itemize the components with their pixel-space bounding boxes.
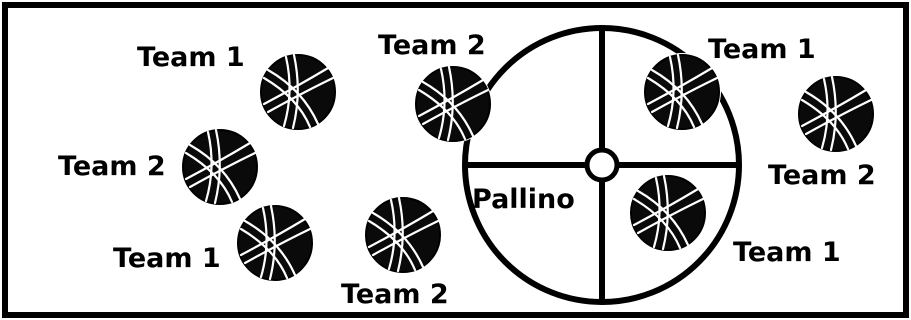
ball-groove [266,76,335,114]
ball-groove [632,197,682,250]
ball-groove [291,53,299,130]
ball-2 [414,65,492,143]
ball-groove [204,130,213,203]
ball-groove [829,75,837,152]
ball-groove [188,151,257,189]
ball-groove [213,128,221,205]
ball-6 [364,196,442,274]
ball-groove [262,76,312,129]
ball-groove [396,196,404,273]
ball-7 [797,75,875,153]
ball-5-team-label: Team 1 [113,243,221,274]
ball-4-team-label: Team 2 [58,151,166,182]
ball-6-team-label: Team 2 [341,279,449,310]
pallino-label: Pallino [472,184,575,215]
ball-groove [804,98,873,136]
ball-groove [239,227,289,280]
ball-groove [446,65,454,142]
ball-groove [675,53,683,130]
ball-2-team-label: Team 2 [378,30,486,61]
ball-groove [820,77,829,150]
ball-groove [636,197,705,235]
ball-1 [259,53,337,131]
ball-groove [259,206,268,279]
ball-3 [643,53,721,131]
ball-groove [646,76,696,129]
ball-groove [421,88,490,126]
ball-groove [652,176,661,249]
ball-8-team-label: Team 1 [733,237,841,268]
ball-groove [650,76,719,114]
ball-8 [629,174,707,252]
ball-1-team-label: Team 1 [137,42,245,73]
ball-groove [282,55,291,128]
ball-groove [387,198,396,271]
ball-3-team-label: Team 1 [708,34,816,65]
ball-groove [243,227,312,265]
pallino [584,147,620,183]
ball-groove [268,204,276,281]
scoring-target [462,25,742,305]
ball-groove [184,151,234,204]
ball-groove [371,219,440,257]
ball-groove [417,88,467,141]
ball-groove [666,55,675,128]
ball-groove [367,219,417,272]
ball-7-team-label: Team 2 [768,160,876,191]
ball-groove [661,174,669,251]
ball-groove [437,67,446,140]
ball-5 [236,204,314,282]
ball-groove [800,98,850,151]
ball-4 [181,128,259,206]
